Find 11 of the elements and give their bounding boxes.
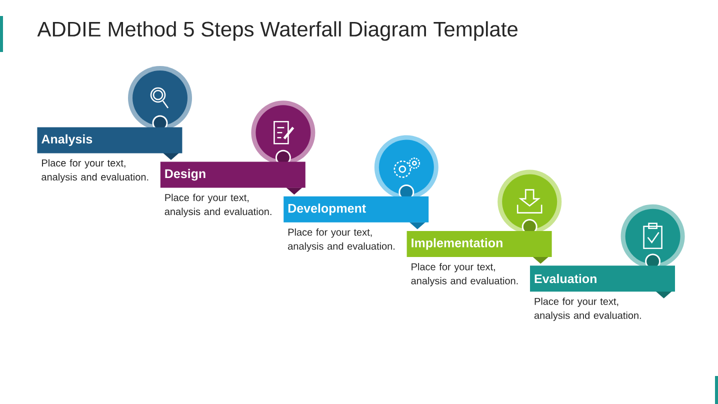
step-banner: Evaluation bbox=[530, 266, 675, 298]
slide-title: ADDIE Method 5 Steps Waterfall Diagram Template bbox=[37, 21, 518, 41]
description-text: Place for your text, analysis and evaluation. bbox=[288, 228, 394, 252]
description-text: Place for your text, analysis and evaluation. bbox=[534, 298, 641, 321]
step-banner: Implementation bbox=[406, 231, 552, 264]
step-banner: Development bbox=[284, 196, 429, 230]
description-text: Place for your text, analysis and evaluation. bbox=[164, 194, 272, 218]
step-banner: Analysis bbox=[37, 127, 182, 160]
step-banner: Design bbox=[160, 162, 306, 195]
description-text: Place for your text, analysis and evaluation. bbox=[42, 159, 148, 182]
description-text: Place for your text, analysis and evaluation. bbox=[411, 263, 518, 286]
